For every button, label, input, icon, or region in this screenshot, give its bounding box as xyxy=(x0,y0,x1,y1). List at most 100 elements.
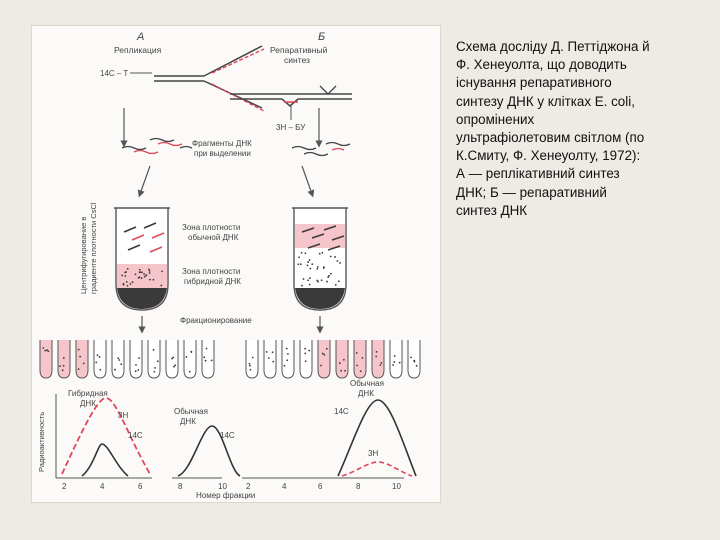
caption-line: Ф. Хенеуолта, що доводить xyxy=(456,57,627,73)
fraction-tube xyxy=(245,340,259,379)
particle xyxy=(62,364,65,367)
particle xyxy=(145,274,148,277)
caption-text: Схема досліду Д. Петтіджона й Ф. Хенеуол… xyxy=(456,38,686,220)
particle xyxy=(62,357,65,359)
particle xyxy=(337,280,340,283)
particle xyxy=(301,284,303,287)
particle xyxy=(79,355,82,358)
particle xyxy=(203,356,206,359)
zone-hybrid-1: Зона плотности xyxy=(182,267,240,276)
zone-normal-2: обычной ДНК xyxy=(188,233,239,242)
particle xyxy=(185,355,188,358)
particle xyxy=(271,351,274,354)
particle xyxy=(140,277,143,279)
x-tick-label-b: 6 xyxy=(318,482,323,491)
tube-particles xyxy=(121,222,345,287)
particle xyxy=(174,364,176,367)
caption-line: ДНК; Б — репаративний xyxy=(456,184,607,200)
dna-fragment xyxy=(327,245,341,251)
particle xyxy=(379,364,382,366)
particle xyxy=(125,281,128,283)
panel-a-title: Репликация xyxy=(114,45,162,55)
particle xyxy=(124,275,127,277)
particle xyxy=(320,279,323,282)
fragments-label-2: при выделении xyxy=(194,149,251,158)
particle xyxy=(329,255,332,258)
particle xyxy=(307,261,310,263)
particle xyxy=(321,251,324,254)
particle xyxy=(298,256,300,259)
iso-3h-a: 3H xyxy=(118,411,128,420)
curve-3h-a xyxy=(61,397,151,475)
panel-b-title-1: Репаративный xyxy=(270,45,328,55)
caption-line: синтезу ДНК у клітках E. coli, xyxy=(456,93,635,109)
particle xyxy=(326,280,328,283)
particle xyxy=(137,277,140,279)
fraction-tube xyxy=(281,340,295,379)
curve-3h-b xyxy=(341,461,413,477)
particle xyxy=(322,267,325,269)
particle xyxy=(286,353,289,355)
particle xyxy=(118,359,121,361)
x-tick-label-b: 10 xyxy=(392,482,401,491)
particle xyxy=(308,259,311,261)
particle xyxy=(308,349,311,352)
particle xyxy=(161,270,163,273)
particle xyxy=(393,355,396,357)
fraction-tube xyxy=(75,340,89,379)
particle xyxy=(308,283,311,286)
tube-a xyxy=(114,207,170,311)
x-tick-label-b: 4 xyxy=(282,482,287,491)
figure-drawing: А Репликация Б Репаративный синтез 14C –… xyxy=(37,31,421,500)
x-tick-label-a: 8 xyxy=(178,482,183,491)
iso-14c-a: 14C xyxy=(128,431,143,440)
fraction-tube xyxy=(147,340,161,379)
particle xyxy=(265,351,268,353)
particle xyxy=(321,352,324,355)
replication-fork xyxy=(154,45,265,112)
particle xyxy=(302,278,305,280)
particle xyxy=(96,354,99,357)
dna-fragment xyxy=(131,234,145,241)
particle xyxy=(152,348,155,351)
tube-b xyxy=(292,207,348,311)
particle xyxy=(138,357,140,359)
particle xyxy=(338,362,341,364)
particle xyxy=(59,365,61,368)
dna-fragments-a xyxy=(121,137,193,155)
particle xyxy=(61,369,64,372)
particle xyxy=(355,352,358,354)
fraction-tube xyxy=(389,340,403,379)
particle xyxy=(327,276,330,278)
centrifuge-label-1: Центрифугирование в xyxy=(79,217,88,294)
caption-line: К.Смиту, Ф. Хенеуолту, 1972): xyxy=(456,148,641,164)
particle xyxy=(286,359,289,362)
particle xyxy=(334,256,337,258)
fraction-tube xyxy=(263,340,277,379)
particle xyxy=(95,361,98,364)
particle xyxy=(375,355,378,358)
particle xyxy=(375,350,378,353)
particle xyxy=(283,364,286,367)
hybrid-dna-label-1: Гибридная xyxy=(68,389,108,398)
particle xyxy=(413,359,416,362)
particle xyxy=(126,284,129,287)
particle xyxy=(299,263,302,265)
centrifuge-label-2: градиенте плотности CsCl xyxy=(89,202,98,294)
particle xyxy=(77,348,80,351)
particle xyxy=(316,266,319,268)
fraction-tube xyxy=(57,340,71,379)
fragments-label-1: Фрагменты ДНК xyxy=(192,139,252,148)
particle xyxy=(152,278,155,281)
fraction-tube xyxy=(111,340,125,379)
particle xyxy=(415,364,418,367)
particle xyxy=(249,368,252,371)
zone-normal-1: Зона плотности xyxy=(182,223,240,232)
particle xyxy=(117,357,120,360)
curve-14c-mid xyxy=(177,425,241,477)
iso-14c-b: 14C xyxy=(334,407,349,416)
particle xyxy=(325,347,328,350)
particle xyxy=(272,360,275,363)
x-axis-label: Номер фракции xyxy=(196,491,255,500)
